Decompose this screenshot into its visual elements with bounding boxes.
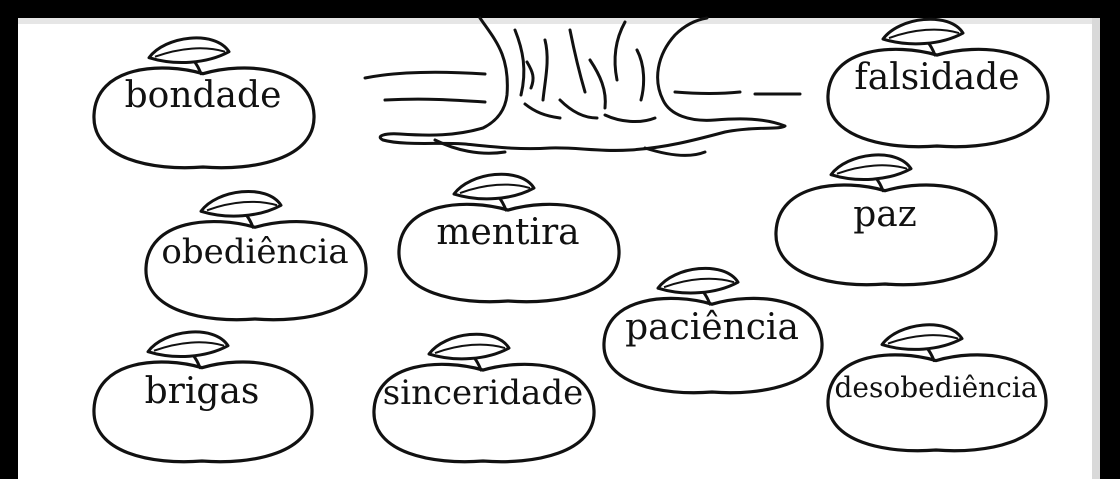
- apple-paz: paz: [770, 153, 1000, 290]
- apple-label-falsidade: falsidade: [854, 57, 1020, 98]
- apple-outline-icon: [144, 189, 368, 322]
- apple-brigas: brigas: [88, 330, 316, 467]
- apple-sinceridade: sinceridade: [368, 332, 598, 467]
- apple-falsidade: falsidade: [822, 17, 1052, 152]
- apple-outline-icon: [602, 266, 824, 395]
- apple-label-sinceridade: sinceridade: [382, 373, 584, 413]
- apple-outline-icon: [92, 36, 316, 170]
- apple-label-bondade: bondade: [124, 75, 282, 116]
- apple-mentira: mentira: [393, 172, 623, 307]
- apple-label-desobediencia: desobediência: [834, 371, 1038, 404]
- apple-label-obediencia: obediência: [161, 232, 349, 272]
- apple-outline-icon: [826, 323, 1048, 453]
- frame-border-top: [0, 0, 1120, 18]
- apple-outline-icon: [774, 153, 998, 287]
- frame-shadow-right: [1092, 18, 1100, 479]
- frame-shadow-top: [18, 18, 1092, 24]
- apple-label-paz: paz: [853, 194, 917, 235]
- apple-outline-icon: [397, 172, 621, 304]
- apple-outline-icon: [372, 332, 596, 464]
- frame-border-right: [1100, 0, 1120, 479]
- apple-obediencia: obediência: [140, 189, 370, 325]
- frame-border-left: [0, 0, 18, 479]
- tree-trunk-icon: [345, 0, 815, 160]
- apple-label-mentira: mentira: [436, 212, 580, 253]
- apple-bondade: bondade: [88, 36, 318, 173]
- apple-outline-icon: [826, 17, 1050, 149]
- apple-outline-icon: [92, 330, 314, 464]
- apple-label-paciencia: paciência: [625, 307, 799, 348]
- apple-paciencia: paciência: [598, 266, 826, 398]
- apple-desobediencia: desobediência: [822, 323, 1050, 456]
- apple-label-brigas: brigas: [144, 371, 260, 412]
